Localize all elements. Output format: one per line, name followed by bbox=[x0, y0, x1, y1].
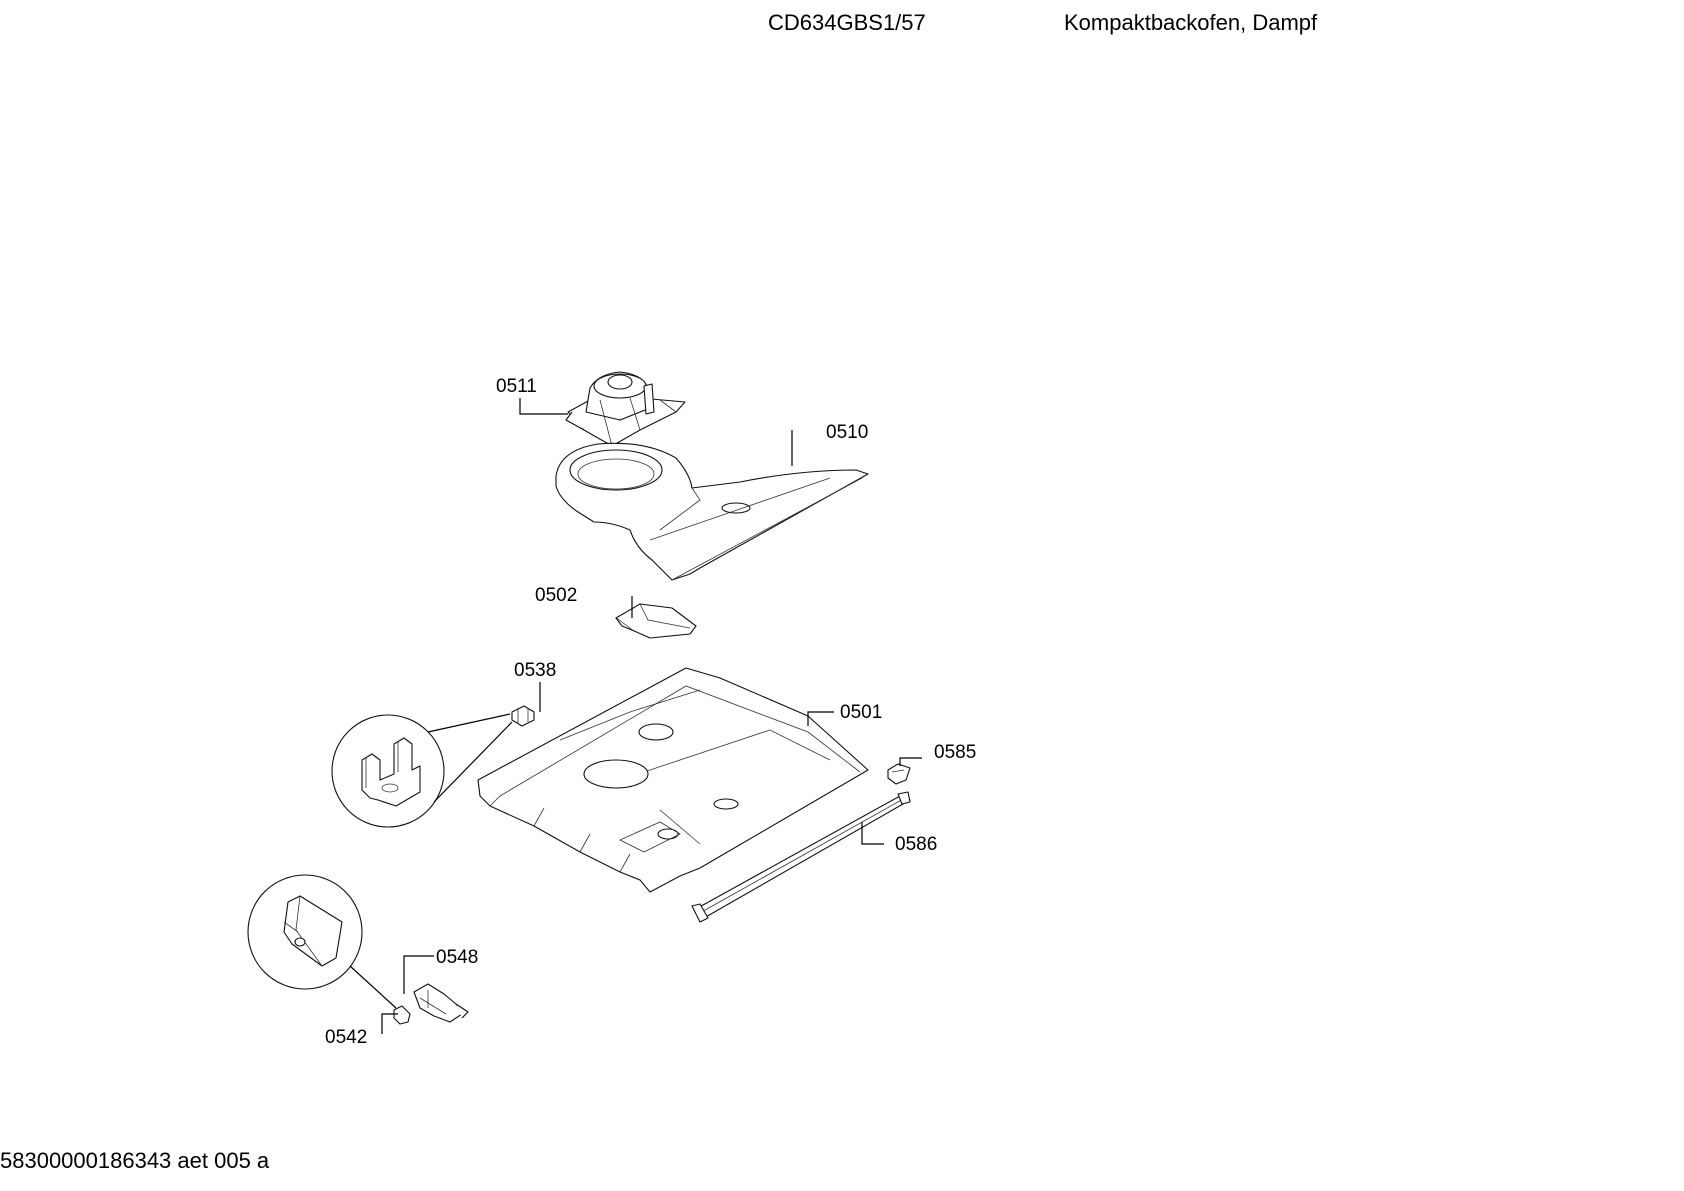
label-0511: 0511 bbox=[496, 376, 537, 397]
part-0511-fan-motor[interactable] bbox=[565, 371, 686, 447]
detail-circle-0542 bbox=[247, 874, 397, 1009]
label-0548: 0548 bbox=[436, 947, 478, 968]
label-0585: 0585 bbox=[934, 742, 976, 763]
label-0586: 0586 bbox=[895, 834, 937, 855]
model-number: CD634GBS1/57 bbox=[768, 10, 926, 35]
label-0501: 0501 bbox=[840, 702, 882, 723]
document-id: 58300000186343 aet 005 a bbox=[0, 1148, 270, 1173]
part-0538-bracket[interactable] bbox=[511, 705, 535, 727]
part-0502-bracket[interactable] bbox=[615, 603, 697, 639]
detail-circle-0538 bbox=[331, 713, 513, 828]
part-0585-clip[interactable] bbox=[887, 763, 911, 785]
part-0510-air-duct[interactable] bbox=[555, 442, 869, 581]
label-0510: 0510 bbox=[826, 422, 868, 443]
part-0586-rail[interactable] bbox=[691, 791, 911, 923]
part-0501-base-plate[interactable] bbox=[477, 667, 869, 893]
label-0542: 0542 bbox=[325, 1027, 367, 1048]
label-0502: 0502 bbox=[535, 585, 577, 606]
part-0542-sensor[interactable] bbox=[393, 1005, 411, 1025]
appliance-description: Kompaktbackofen, Dampf bbox=[1064, 10, 1318, 35]
leader-lines bbox=[381, 398, 922, 1034]
label-0538: 0538 bbox=[514, 660, 556, 681]
part-0548-switch[interactable] bbox=[413, 983, 469, 1023]
